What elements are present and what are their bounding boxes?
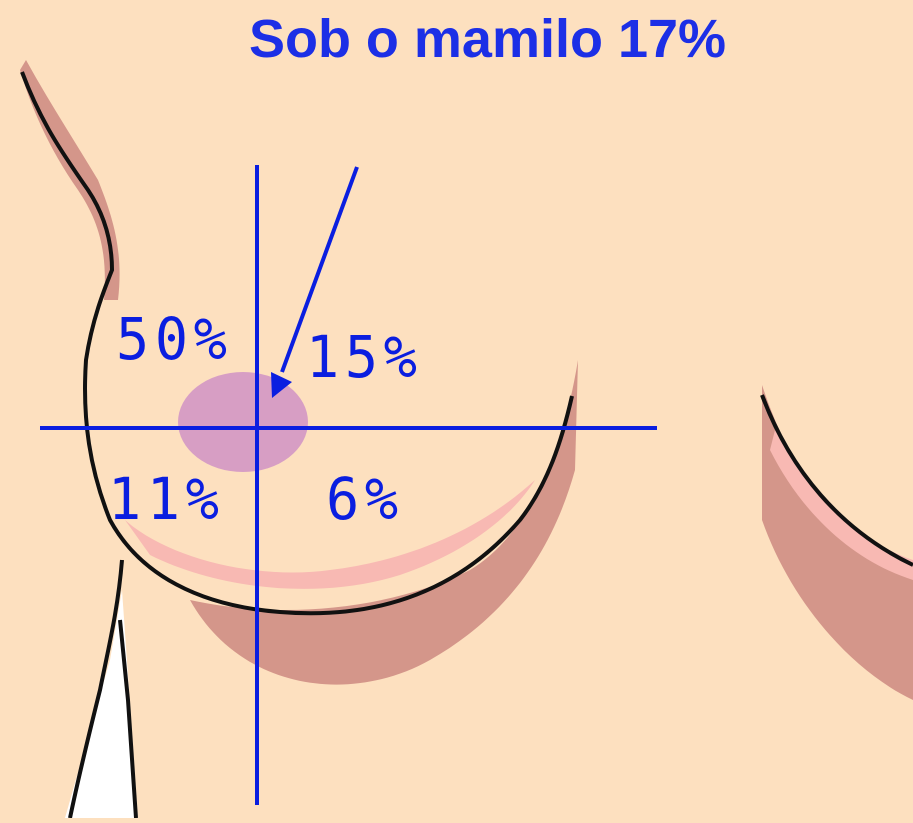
label-lower-outer: 11%: [108, 465, 225, 533]
right-breast-fold: [770, 430, 913, 580]
lower-breast-shadow: [190, 360, 578, 685]
arm-outline: [68, 559, 124, 819]
right-breast-shadow: [762, 385, 913, 700]
body-outline-top: [20, 71, 574, 616]
diagram-title: Sob o mamilo 17%: [248, 9, 727, 69]
label-lower-inner: 6%: [326, 465, 404, 533]
right-breast-outline: [760, 394, 913, 567]
label-upper-outer: 50%: [116, 305, 233, 373]
areola: [178, 372, 308, 472]
label-upper-inner: 15%: [306, 323, 423, 391]
upper-contour-shadow: [20, 60, 120, 300]
inframammary-fold: [125, 480, 535, 589]
arrow-shaft: [280, 166, 359, 373]
arrow-head: [271, 372, 292, 398]
gown-outline: [118, 619, 138, 819]
